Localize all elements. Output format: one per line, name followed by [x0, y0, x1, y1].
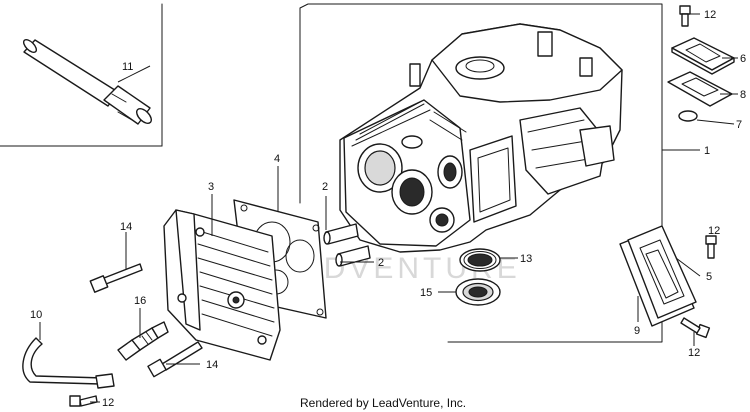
callout-14-lower: 14	[206, 359, 218, 371]
dowel-pin-upper	[323, 223, 359, 245]
callout-3: 3	[208, 181, 214, 193]
callout-12-right-low: 12	[688, 347, 700, 359]
bolt-14-upper	[89, 263, 143, 293]
wrench-tool	[22, 38, 152, 125]
oil-seal	[459, 248, 501, 272]
crankcase-frame	[299, 3, 663, 343]
callout-2-upper: 2	[322, 181, 328, 193]
bolt-12-right-mid	[705, 235, 717, 259]
callout-7: 7	[736, 119, 742, 131]
crankcase	[339, 23, 623, 253]
bolt-12-top-right	[679, 5, 691, 27]
bolt-12-right-low	[680, 317, 711, 339]
bearing	[455, 278, 501, 306]
callout-13: 13	[520, 253, 532, 265]
bolt-12-bottom-left	[69, 395, 98, 407]
callout-12-top: 12	[704, 9, 716, 21]
callout-16: 16	[134, 295, 146, 307]
callout-15: 15	[420, 287, 432, 299]
callout-6: 6	[740, 53, 746, 65]
callout-1: 1	[704, 145, 710, 157]
callout-11: 11	[122, 61, 133, 73]
callout-4: 4	[274, 153, 280, 165]
breather-tube	[22, 337, 115, 389]
credit-text: Rendered by LeadVenture, Inc.	[300, 396, 467, 410]
callout-8: 8	[740, 89, 746, 101]
callout-14-upper: 14	[120, 221, 132, 233]
callout-5: 5	[706, 271, 712, 283]
gasket-8	[667, 71, 733, 107]
washer-7	[678, 110, 698, 122]
callout-9: 9	[634, 325, 640, 337]
cylinder-head	[163, 209, 281, 361]
callout-10: 10	[30, 309, 42, 321]
bolt-14-lower	[147, 341, 203, 378]
dowel-pin-lower	[335, 245, 371, 267]
callout-2-lower: 2	[378, 257, 384, 269]
callout-12-right-mid: 12	[708, 225, 720, 237]
spark-plug	[117, 321, 169, 361]
plate-6	[671, 37, 735, 75]
cover-plate-5	[627, 225, 697, 319]
leader-lines	[39, 13, 738, 403]
callout-labels: 11 1 2 2 3 4 5 6 7 8 9 10 12 12 12 12 13…	[30, 9, 746, 409]
tool-inset-box	[0, 3, 163, 147]
callout-12-bottom-left: 12	[102, 397, 114, 409]
